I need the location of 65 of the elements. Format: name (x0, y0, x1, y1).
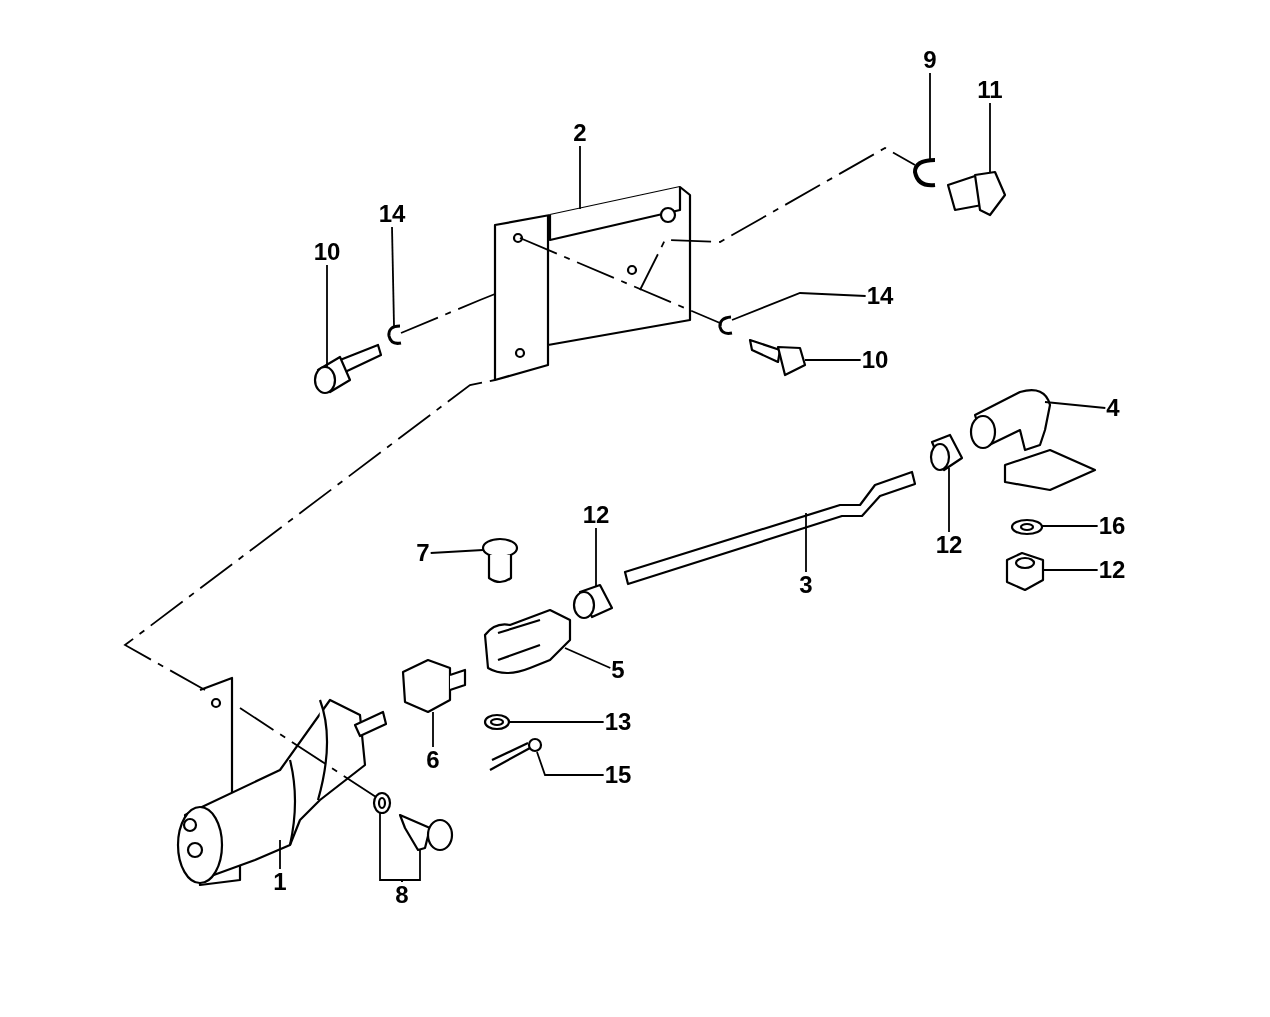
center-line (239, 707, 377, 798)
spacer-drawing (572, 583, 614, 620)
leader-line (279, 839, 281, 870)
callout-number: 1 (272, 869, 288, 895)
leader-line (1042, 569, 1099, 571)
callout-number: 14 (865, 283, 895, 309)
callout-number: 6 (425, 747, 441, 773)
leader-line (1044, 401, 1107, 409)
leader-line (379, 812, 403, 883)
center-line (519, 237, 721, 324)
leader-line (536, 751, 605, 776)
callout-number: 12 (581, 502, 611, 528)
leader-line (595, 527, 597, 587)
bolt-drawing (946, 170, 1007, 217)
bracket-plate-drawing (493, 185, 692, 382)
center-line (123, 379, 496, 691)
ball-joint-drawing (969, 389, 1097, 492)
bolt-drawing (398, 813, 454, 852)
washer-drawing (483, 713, 511, 731)
cotter-pin-drawing (488, 737, 543, 772)
pin-drawing (481, 537, 519, 584)
callout-number: 2 (572, 120, 588, 146)
washer-drawing (1010, 518, 1044, 536)
callout-number: 16 (1097, 513, 1127, 539)
snap-ring-drawing (913, 158, 936, 188)
leader-line (508, 721, 605, 723)
leader-line (429, 549, 484, 554)
leader-line (805, 512, 807, 573)
callout-number: 8 (394, 882, 410, 908)
leader-line (326, 264, 328, 368)
leader-line (432, 711, 434, 748)
washer-drawing (387, 324, 402, 345)
callout-number: 4 (1105, 395, 1121, 421)
leader-line (804, 359, 862, 361)
bolt-drawing (748, 338, 807, 377)
center-line (400, 293, 496, 334)
callout-number: 9 (922, 47, 938, 73)
callout-number: 13 (603, 709, 633, 735)
washer-drawing (372, 791, 392, 815)
clevis-drawing (483, 608, 572, 675)
washer-drawing (718, 315, 733, 335)
callout-number: 14 (377, 201, 407, 227)
callout-number: 5 (610, 657, 626, 683)
callout-number: 7 (415, 540, 431, 566)
nut-drawing (1005, 551, 1045, 592)
leader-line (1041, 525, 1099, 527)
leader-line (929, 72, 931, 161)
leader-line (564, 647, 612, 669)
leader-line (989, 102, 991, 174)
callout-number: 10 (860, 347, 890, 373)
leader-line (401, 849, 421, 883)
leader-line (391, 226, 395, 327)
leader-line (948, 467, 950, 533)
center-line (639, 146, 916, 291)
callout-number: 12 (934, 532, 964, 558)
callout-number: 12 (1097, 557, 1127, 583)
bolt-drawing (313, 343, 383, 395)
callout-number: 3 (798, 572, 814, 598)
leader-line (731, 292, 867, 321)
callout-number: 10 (312, 239, 342, 265)
leader-line (579, 145, 581, 210)
connector-drawing (401, 658, 467, 714)
nut-drawing (929, 433, 964, 472)
callout-number: 15 (603, 762, 633, 788)
callout-number: 11 (976, 77, 1004, 103)
